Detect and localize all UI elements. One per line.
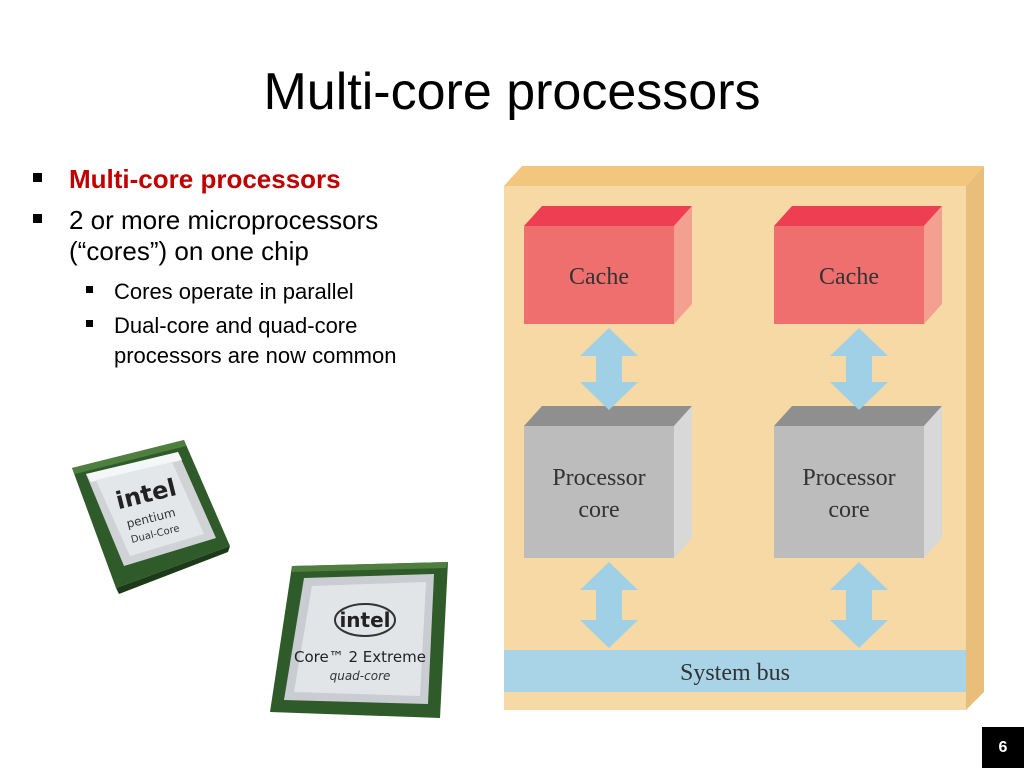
processor-core-label: Processor xyxy=(552,465,645,491)
square-bullet-icon xyxy=(86,320,93,327)
chip-side-face xyxy=(966,166,984,710)
bullet-item: 2 or more microprocessors (“cores”) on o… xyxy=(30,205,470,267)
processor-core-label: core xyxy=(828,497,869,523)
processor-core-block xyxy=(524,426,674,558)
core2-extreme-chip-image: intel Core™ 2 Extreme quad-core xyxy=(270,562,448,718)
processor-core-label: Processor xyxy=(802,465,895,491)
core-block-side xyxy=(924,406,942,558)
sub-bullet-item: Dual-core and quad-core processors are n… xyxy=(30,311,470,371)
cache-block-top xyxy=(774,206,942,226)
cache-block-side xyxy=(674,206,692,324)
chip-brand-text: intel xyxy=(339,608,390,632)
bullet-text: 2 or more microprocessors (“cores”) on o… xyxy=(69,205,379,266)
page-number: 6 xyxy=(982,727,1024,768)
sub-bullet-text: Dual-core and quad-core processors are n… xyxy=(114,313,397,368)
core-block-top xyxy=(774,406,942,426)
chip-line2-text: quad-core xyxy=(330,669,391,683)
cache-block xyxy=(774,226,924,324)
double-arrow-icon xyxy=(580,328,638,410)
chip-top-face xyxy=(504,166,984,186)
core-block-side xyxy=(674,406,692,558)
square-bullet-icon xyxy=(33,214,42,223)
square-bullet-icon xyxy=(86,286,93,293)
multicore-block-diagram: Cache Cache Processor core Processor cor… xyxy=(504,166,984,710)
system-bus-label: System bus xyxy=(680,660,790,686)
core-block-top xyxy=(524,406,692,426)
sub-bullet-text: Cores operate in parallel xyxy=(114,279,354,304)
square-bullet-icon xyxy=(33,173,42,182)
cache-block xyxy=(524,226,674,324)
double-arrow-icon xyxy=(830,562,888,648)
bullet-text: Multi-core processors xyxy=(69,164,341,194)
bullet-item: Multi-core processors xyxy=(30,164,470,195)
cache-block-top xyxy=(524,206,692,226)
chip-line1-text: Core™ 2 Extreme xyxy=(294,648,426,666)
processor-core-label: core xyxy=(578,497,619,523)
pentium-dual-core-chip-image: intel pentium Dual-Core xyxy=(72,440,230,594)
cache-block-side xyxy=(924,206,942,324)
cache-label: Cache xyxy=(569,264,629,290)
cache-label: Cache xyxy=(819,264,879,290)
double-arrow-icon xyxy=(580,562,638,648)
system-bus xyxy=(504,650,966,692)
processor-core-block xyxy=(774,426,924,558)
slide-title: Multi-core processors xyxy=(263,63,761,121)
double-arrow-icon xyxy=(830,328,888,410)
sub-bullet-item: Cores operate in parallel xyxy=(30,277,470,307)
bullet-list: Multi-core processors 2 or more micropro… xyxy=(30,164,470,375)
